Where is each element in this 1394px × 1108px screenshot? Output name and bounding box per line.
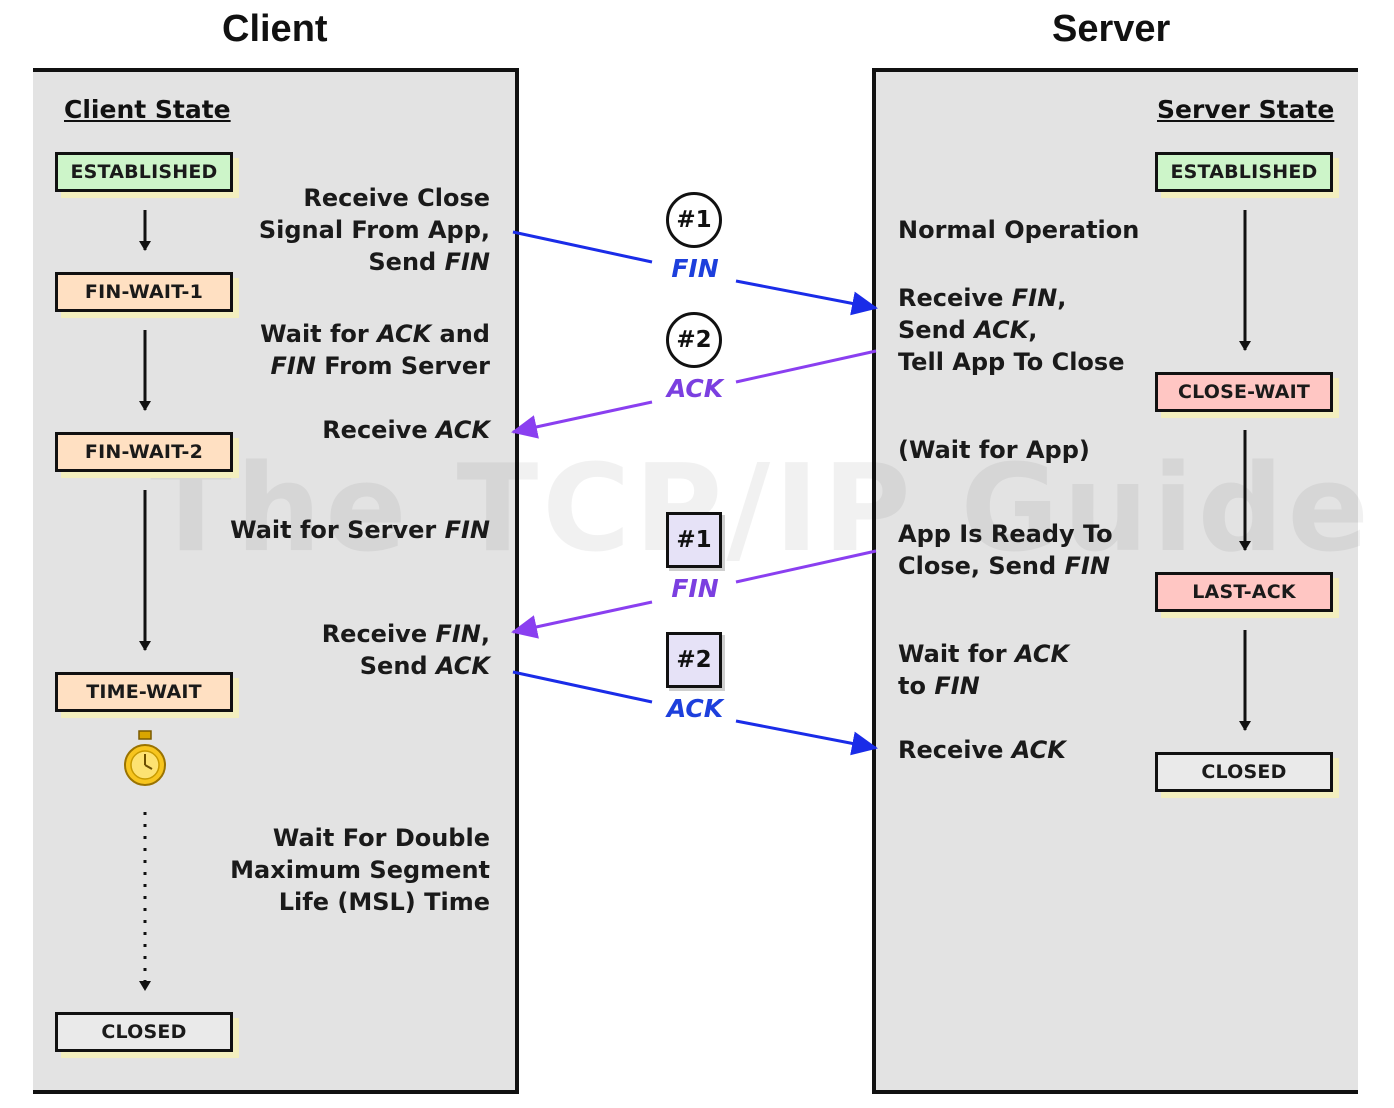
- client-state-closed: CLOSED: [55, 1012, 233, 1052]
- client-state-title: Client State: [64, 95, 231, 124]
- message-arrow-icon: [735, 279, 878, 316]
- message-badge-4: #2: [666, 632, 722, 688]
- server-heading: Server: [1052, 8, 1171, 50]
- message-badge-3: #1: [666, 512, 722, 568]
- message-arrow-icon: [512, 230, 653, 264]
- client-state-established: ESTABLISHED: [55, 152, 233, 192]
- server-desc-receive-fin: Receive FIN, Send ACK, Tell App To Close: [898, 284, 1125, 376]
- server-state-established: ESTABLISHED: [1155, 152, 1333, 192]
- message-label-fin-2: FIN: [671, 574, 719, 603]
- client-panel: [33, 68, 519, 1094]
- server-state-title: Server State: [1157, 95, 1335, 124]
- server-state-close-wait: CLOSE-WAIT: [1155, 372, 1333, 412]
- server-desc-app-ready: App Is Ready To Close, Send FIN: [898, 520, 1113, 580]
- message-label-fin-1: FIN: [671, 254, 719, 283]
- message-badge-1: #1: [666, 192, 722, 248]
- client-desc-receive-fin-send-ack: Receive FIN, Send ACK: [321, 620, 490, 680]
- client-desc-wait-server-fin: Wait for Server FIN: [230, 516, 490, 544]
- message-badge-2: #2: [666, 312, 722, 368]
- client-state-fin-wait-2: FIN-WAIT-2: [55, 432, 233, 472]
- server-desc-wait-ack-to-fin: Wait for ACK to FIN: [898, 640, 1070, 700]
- message-label-ack-1: ACK: [666, 374, 724, 403]
- message-arrow-icon: [512, 670, 653, 704]
- message-label-ack-2: ACK: [666, 694, 724, 723]
- client-desc-wait-double-msl: Wait For Double Maximum Segment Life (MS…: [230, 824, 490, 916]
- client-state-fin-wait-1: FIN-WAIT-1: [55, 272, 233, 312]
- watermark: The TCP/IP Guide: [150, 440, 1373, 579]
- message-arrow-icon: [511, 400, 653, 439]
- server-desc-receive-ack: Receive ACK: [898, 736, 1066, 764]
- client-state-time-wait: TIME-WAIT: [55, 672, 233, 712]
- stopwatch-icon: [124, 730, 166, 786]
- client-desc-wait-ack-fin: Wait for ACK and FIN From Server: [260, 320, 490, 380]
- server-state-last-ack: LAST-ACK: [1155, 572, 1333, 612]
- server-state-closed: CLOSED: [1155, 752, 1333, 792]
- server-desc-wait-for-app: (Wait for App): [898, 436, 1090, 464]
- client-desc-receive-ack: Receive ACK: [322, 416, 490, 444]
- client-heading: Client: [222, 8, 328, 50]
- message-arrow-icon: [735, 719, 878, 756]
- message-arrow-icon: [735, 349, 877, 384]
- client-desc-receive-close: Receive Close Signal From App, Send FIN: [258, 184, 490, 276]
- message-arrow-icon: [735, 549, 877, 584]
- message-arrow-icon: [511, 600, 653, 639]
- server-desc-normal-operation: Normal Operation: [898, 216, 1140, 244]
